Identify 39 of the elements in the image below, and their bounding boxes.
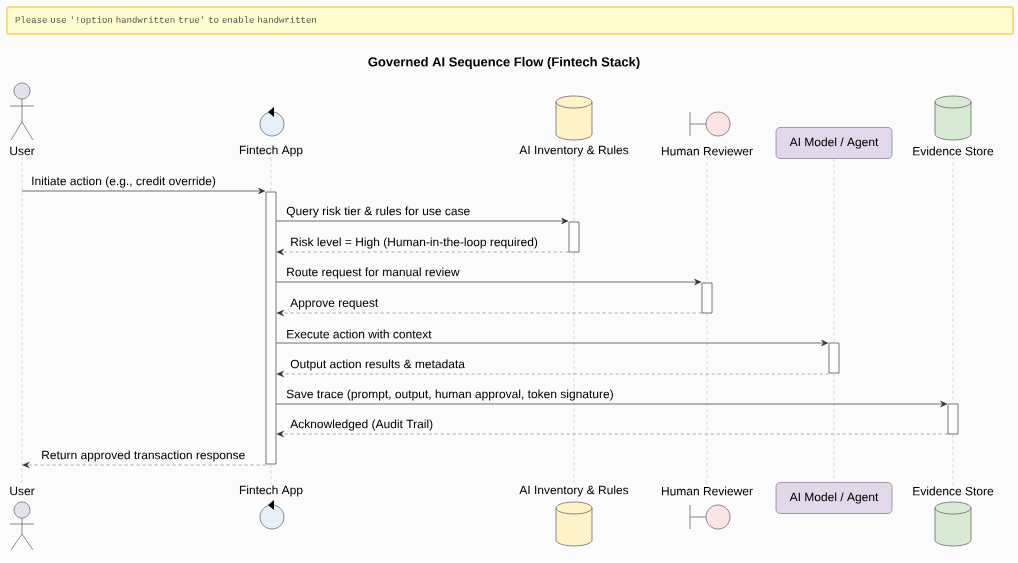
- activation-bar: [947, 403, 959, 435]
- participant-box: AI Model / Agent: [775, 127, 893, 159]
- message-arrow: [276, 339, 829, 347]
- activation-bar: [828, 342, 840, 374]
- message-label: Return approved transaction response: [42, 450, 245, 462]
- message-arrow: [276, 218, 569, 225]
- message-arrow: [276, 248, 569, 256]
- message-arrow: [22, 461, 266, 469]
- activation-bar: [265, 191, 277, 465]
- participant-label: Evidence Store: [913, 146, 994, 156]
- message-label: Output action results & metadata: [290, 359, 465, 371]
- activation-bar: [568, 221, 580, 253]
- participant-label: AI Inventory & Rules: [519, 485, 629, 497]
- participant-label: User: [10, 486, 35, 496]
- message-arrow: [276, 278, 702, 286]
- message-arrow: [276, 309, 702, 317]
- participant-box: AI Model / Agent: [775, 482, 893, 514]
- participant-label: User: [10, 146, 35, 156]
- participant-label: Human Reviewer: [662, 146, 753, 156]
- participant-label: Human Reviewer: [662, 486, 753, 496]
- participant-label: AI Inventory & Rules: [519, 145, 629, 157]
- message-arrow: [276, 370, 829, 378]
- message-arrow: [276, 400, 948, 408]
- message-arrow: [276, 430, 948, 438]
- activation-bar: [701, 282, 713, 314]
- diagram-title: Governed AI Sequence Flow (Fintech Stack): [368, 56, 640, 70]
- note-banner: Please use '!option handwritten true' to enable handwritten: [6, 6, 1014, 35]
- participant-label: Fintech App: [239, 145, 303, 157]
- message-label: Acknowledged (Audit Trail): [290, 419, 433, 431]
- message-label: Initiate action (e.g., credit override): [32, 176, 216, 188]
- message-label: Approve request: [290, 298, 379, 310]
- message-label: Execute action with context: [287, 329, 432, 339]
- message-label: Save trace (prompt, output, human approval, token signature): [286, 389, 613, 401]
- message-arrow: [21, 187, 266, 195]
- message-label: Risk level = High (Human-in-the-loop required): [291, 237, 538, 249]
- message-label: Route request for manual review: [287, 267, 460, 279]
- participant-label: Fintech App: [239, 485, 303, 497]
- message-label: Query risk tier & rules for use case: [286, 206, 470, 218]
- participant-label: Evidence Store: [913, 486, 994, 496]
